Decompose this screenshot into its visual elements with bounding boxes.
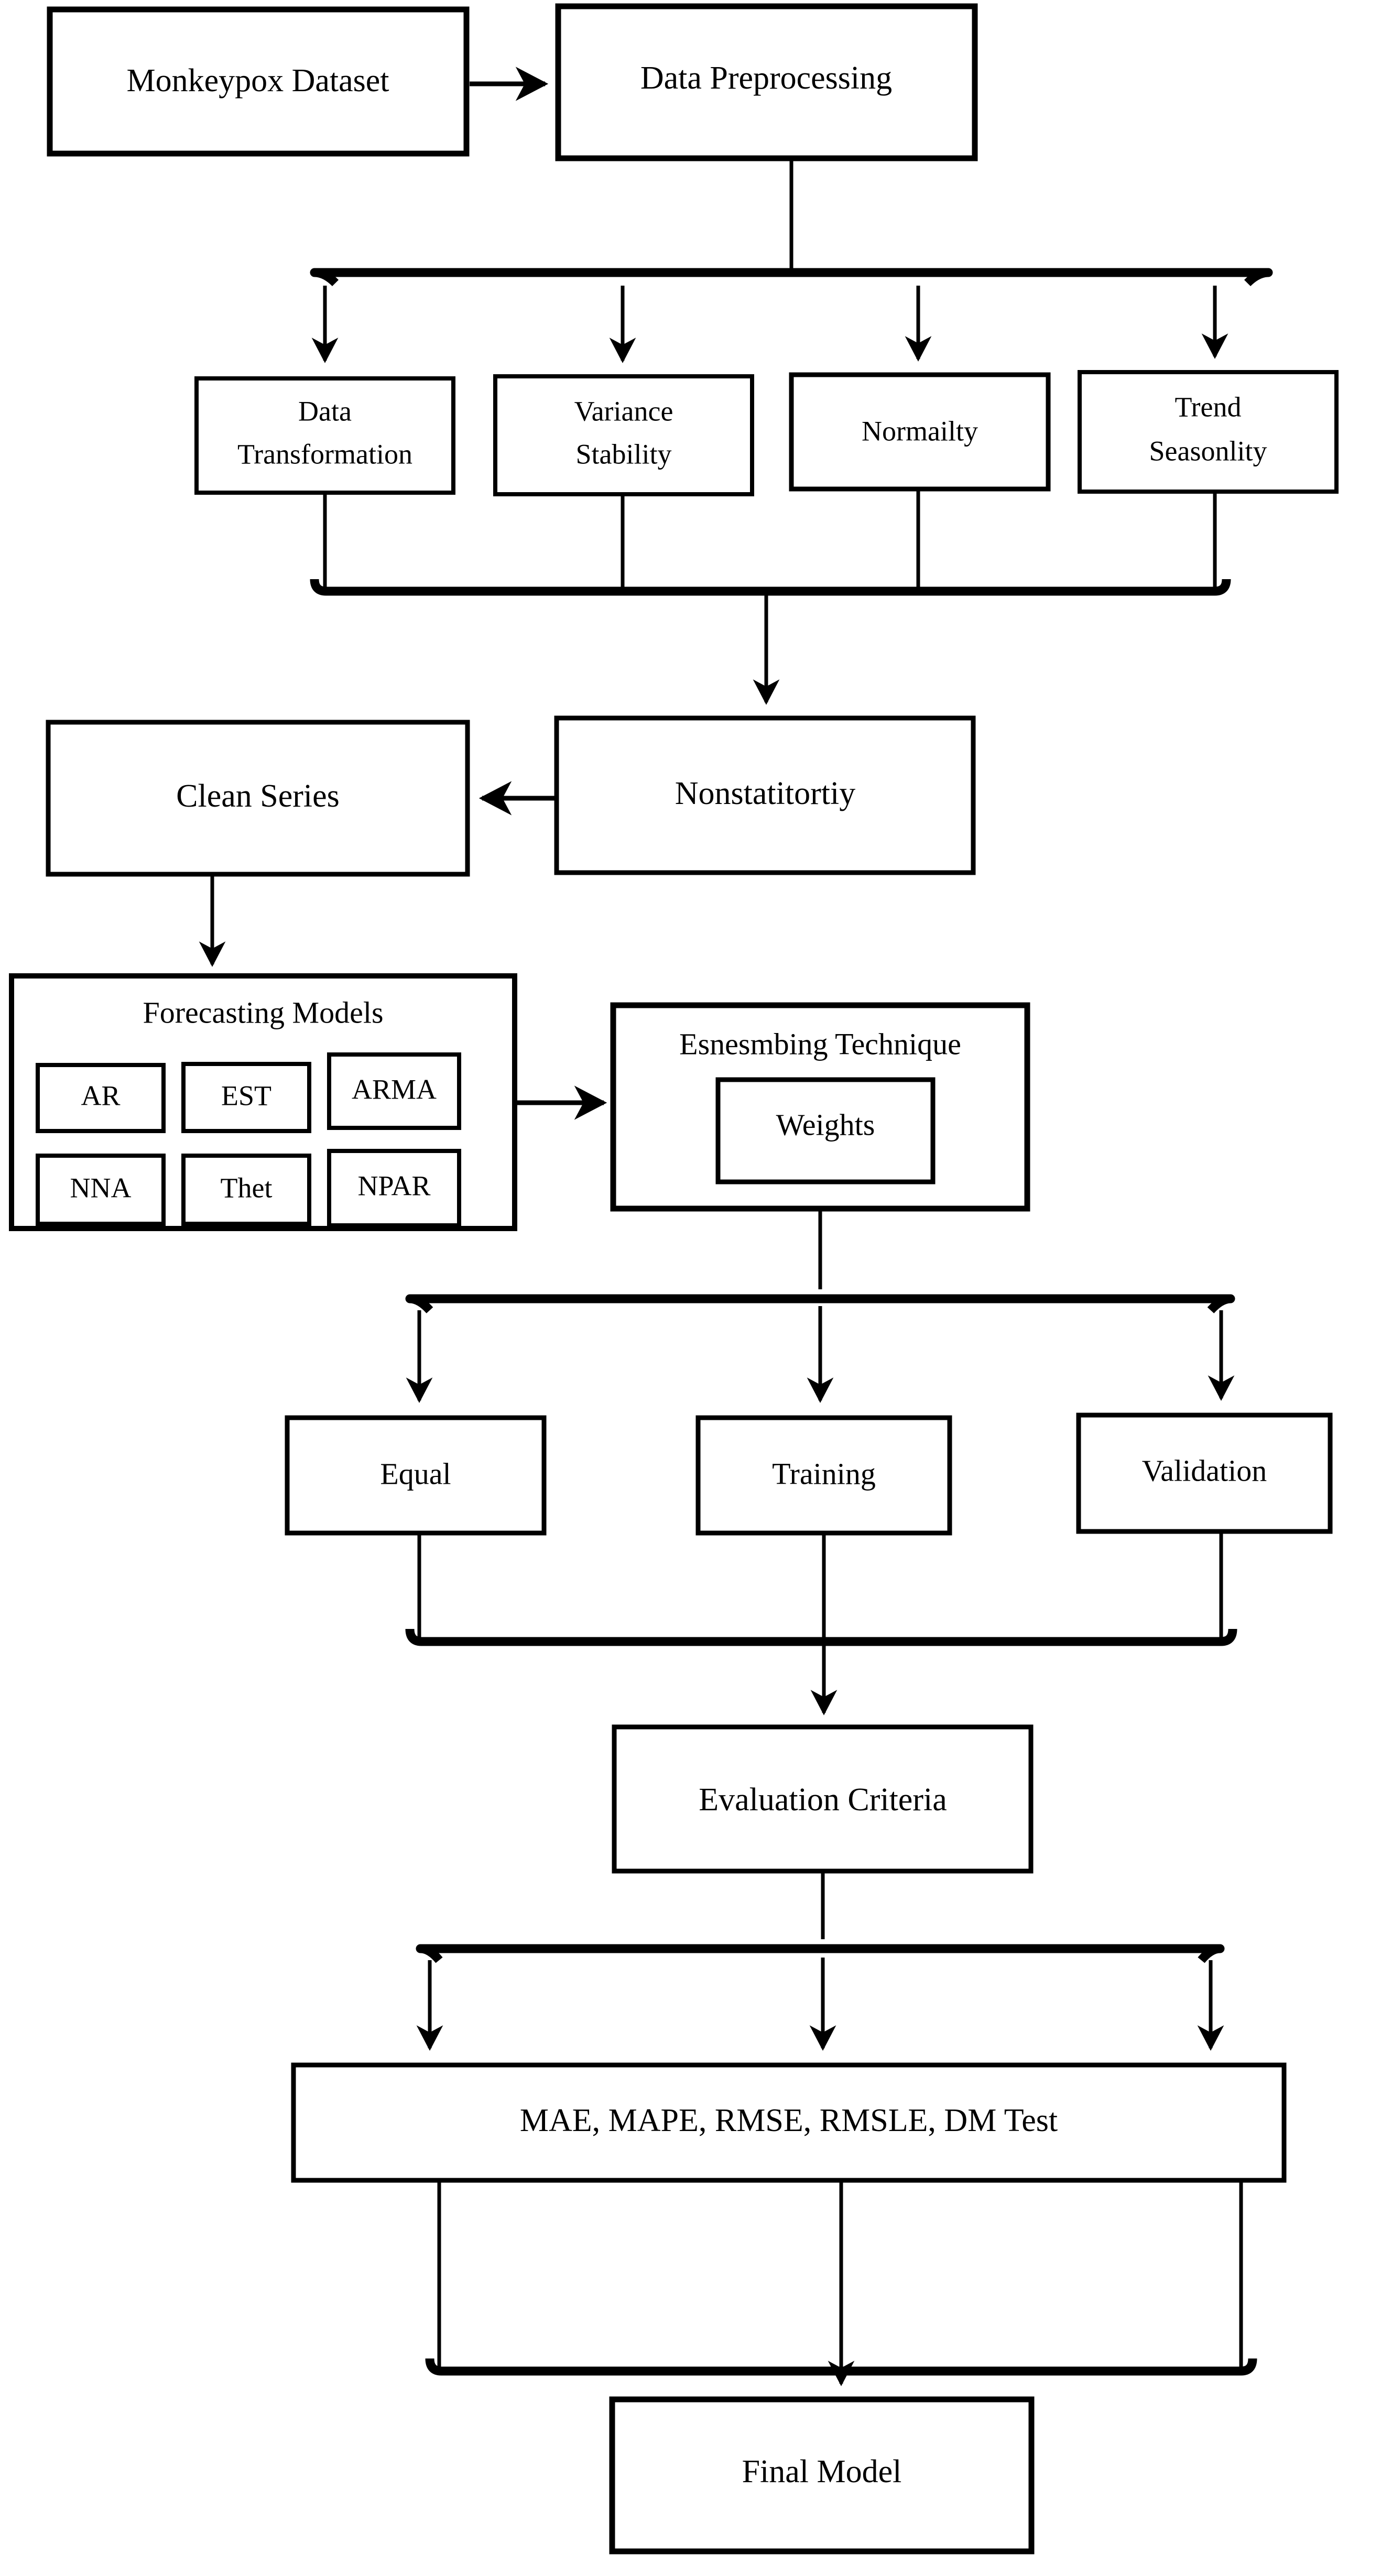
node-weights[interactable] [715,1077,936,1184]
node-data-preprocessing-label: Data Preprocessing [640,60,892,96]
node-model-thet[interactable] [181,1154,311,1226]
node-metrics[interactable] [291,2062,1287,2183]
node-nonstationarity[interactable] [554,715,976,875]
node-final-model-label: Final Model [742,2454,902,2490]
node-model-nna[interactable] [36,1154,166,1226]
node-model-est-label: EST [221,1080,271,1111]
node-trend-seasonality-label-2: Seasonlity [1149,435,1267,466]
node-data-transformation-label-2: Transformation [237,438,412,470]
node-data-preprocessing[interactable] [555,3,978,161]
node-model-ar[interactable] [36,1063,166,1133]
node-monkeypox-dataset-label: Monkeypox Dataset [126,63,389,99]
node-variance-stability-label-2: Stability [575,438,671,470]
node-variance-stability-label-1: Variance [574,395,673,427]
node-model-npar-label: NPAR [357,1170,430,1201]
node-model-nna-label: NNA [70,1172,132,1203]
node-model-est[interactable] [181,1062,311,1133]
node-clean-series[interactable] [46,720,470,877]
node-training-label: Training [772,1457,876,1491]
node-weights-label: Weights [776,1107,875,1142]
node-equal-label: Equal [380,1457,451,1491]
node-trend-seasonality-label-1: Trend [1175,391,1241,422]
node-model-ar-label: AR [81,1080,120,1111]
node-training[interactable] [695,1415,952,1536]
node-forecasting-models-label: Forecasting Models [143,995,383,1029]
node-trend-seasonality[interactable] [1078,370,1339,494]
node-ensembling-technique-label: Esnesmbing Technique [679,1027,961,1061]
node-evaluation-criteria-label: Evaluation Criteria [699,1782,947,1818]
node-model-thet-label: Thet [221,1172,273,1203]
node-validation[interactable] [1076,1412,1333,1534]
node-equal[interactable] [285,1415,547,1536]
node-metrics-label: MAE, MAPE, RMSE, RMSLE, DM Test [520,2103,1058,2138]
node-monkeypox-dataset[interactable] [47,6,470,157]
node-model-arma[interactable] [327,1052,461,1130]
node-data-transformation-label-1: Data [298,395,352,427]
node-evaluation-criteria[interactable] [612,1724,1034,1874]
node-normality[interactable] [789,372,1051,492]
node-model-npar[interactable] [327,1149,461,1227]
node-model-arma-label: ARMA [352,1073,437,1105]
node-normality-label: Normailty [862,415,978,447]
node-validation-label: Validation [1142,1453,1267,1487]
node-variance-stability[interactable] [493,374,754,496]
node-clean-series-label: Clean Series [176,778,340,814]
node-nonstationarity-label: Nonstatitortiy [675,776,855,811]
node-data-transformation[interactable] [194,376,455,495]
node-final-model[interactable] [609,2396,1035,2555]
